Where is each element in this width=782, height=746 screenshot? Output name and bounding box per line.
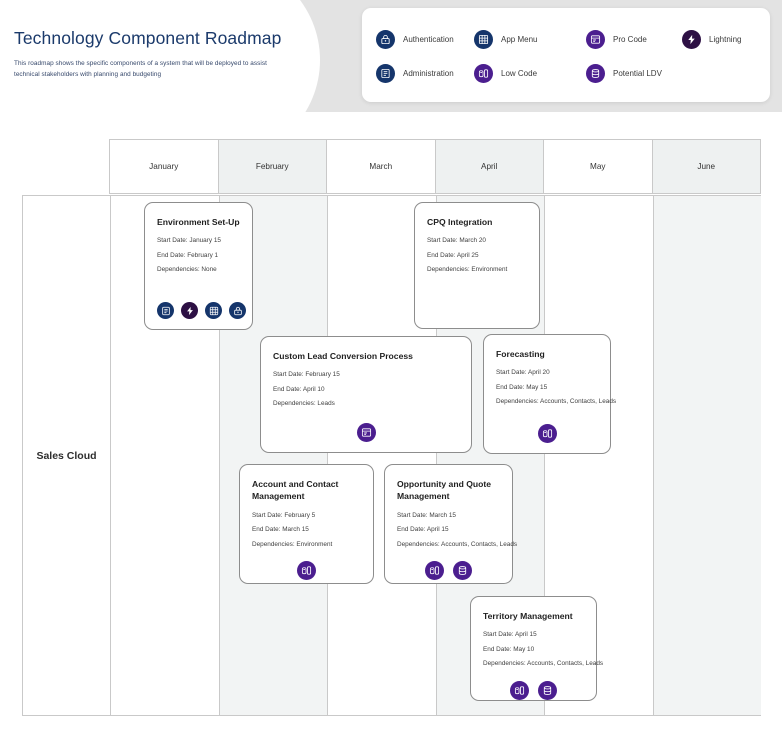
app-menu-icon — [205, 302, 222, 319]
low-code-icon — [537, 424, 557, 443]
board-column-june — [652, 196, 761, 715]
page-subtitle: This roadmap shows the specific componen… — [14, 59, 267, 79]
legend-item-pro-code[interactable]: Pro Code — [586, 29, 682, 49]
roadmap-board: Sales Cloud Environment Set-Up Start Dat… — [22, 195, 761, 716]
page-header: Technology Component Roadmap This roadma… — [0, 0, 782, 160]
card-dependencies: Dependencies: Environment — [252, 540, 333, 548]
app-menu-icon — [474, 29, 493, 49]
low-code-icon — [425, 560, 444, 580]
legend-item-administration[interactable]: Administration — [376, 63, 474, 83]
authentication-icon — [229, 302, 246, 319]
legend-label: Lightning — [709, 34, 742, 44]
legend-grid: Authentication App Menu Pro Code — [376, 22, 770, 90]
card-dependencies: Dependencies: None — [157, 266, 217, 274]
card-dependencies: Dependencies: Environment — [427, 266, 508, 274]
card-title: Forecasting — [496, 349, 545, 359]
roadmap-card-forecasting[interactable]: Forecasting Start Date: April 20 End Dat… — [483, 334, 617, 454]
swimlane-label-sales-cloud: Sales Cloud — [36, 449, 97, 462]
board-column-march — [327, 196, 436, 715]
roadmap-card-opportunity-and-quote-management[interactable]: Opportunity and Quote Management Start D… — [384, 464, 518, 584]
legend-label: Administration — [403, 68, 454, 78]
lightning-icon — [181, 302, 198, 319]
card-end-date: End Date: May 10 — [483, 645, 535, 653]
card-title: Territory Management — [483, 611, 573, 621]
card-dependencies: Dependencies: Leads — [273, 400, 335, 408]
title-block: Technology Component Roadmap This roadma… — [14, 28, 314, 80]
card-end-date: End Date: February 1 — [157, 251, 219, 259]
legend-item-app-menu[interactable]: App Menu — [474, 29, 586, 49]
page-title: Technology Component Roadmap — [14, 28, 282, 48]
card-title: Custom Lead Conversion Process — [273, 351, 413, 361]
timeline-month-header: January February March April May June — [109, 139, 761, 194]
potential-ldv-icon — [453, 560, 472, 580]
card-title: Account and Contact Management — [252, 479, 339, 502]
legend-label: Low Code — [501, 68, 538, 78]
lightning-icon — [682, 29, 701, 49]
pro-code-icon — [356, 423, 376, 442]
potential-ldv-icon — [538, 680, 557, 700]
card-start-date: Start Date: April 20 — [496, 369, 550, 377]
card-end-date: End Date: April 25 — [427, 251, 479, 259]
card-start-date: Start Date: March 15 — [397, 511, 456, 519]
low-code-icon — [474, 63, 493, 83]
card-title: Environment Set-Up — [157, 217, 240, 227]
card-start-date: Start Date: February 15 — [273, 371, 340, 379]
card-title: Opportunity and Quote Management — [397, 479, 492, 502]
month-column-january: January — [110, 140, 219, 193]
legend-label: Pro Code — [613, 34, 647, 44]
roadmap-card-cpq-integration[interactable]: CPQ Integration Start Date: March 20 End… — [414, 202, 540, 329]
potential-ldv-icon — [586, 63, 605, 83]
header-curve-decoration — [0, 0, 320, 160]
legend-label: Potential LDV — [613, 68, 662, 78]
card-dependencies: Dependencies: Accounts, Contacts, Leads — [496, 398, 617, 406]
month-column-april: April — [435, 140, 544, 193]
roadmap-card-territory-management[interactable]: Territory Management Start Date: April 1… — [470, 596, 604, 701]
card-icon-row — [157, 296, 246, 319]
roadmap-card-account-and-contact-management[interactable]: Account and Contact Management Start Dat… — [239, 464, 374, 584]
card-start-date: Start Date: January 15 — [157, 237, 221, 245]
legend-panel: Authentication App Menu Pro Code — [362, 8, 770, 102]
card-start-date: Start Date: March 20 — [427, 237, 486, 245]
authentication-icon — [376, 29, 395, 49]
administration-icon — [157, 302, 174, 319]
board-column-may — [544, 196, 653, 715]
legend-item-lightning[interactable]: Lightning — [682, 29, 774, 49]
legend-item-potential-ldv[interactable]: Potential LDV — [586, 63, 682, 83]
month-column-february: February — [218, 140, 327, 193]
card-end-date: End Date: April 15 — [397, 526, 449, 534]
legend-label: Authentication — [403, 34, 454, 44]
legend-item-authentication[interactable]: Authentication — [376, 29, 474, 49]
month-column-june: June — [652, 140, 761, 193]
card-start-date: Start Date: April 15 — [483, 631, 537, 639]
roadmap-card-custom-lead-conversion-process[interactable]: Custom Lead Conversion Process Start Dat… — [260, 336, 472, 453]
card-dependencies: Dependencies: Accounts, Contacts, Leads — [397, 540, 518, 548]
card-end-date: End Date: March 15 — [252, 526, 309, 534]
month-column-may: May — [544, 140, 653, 193]
card-end-date: End Date: April 10 — [273, 385, 325, 393]
card-icon-row — [483, 675, 584, 700]
low-code-icon — [510, 680, 529, 700]
card-icon-row — [273, 417, 459, 442]
board-column-january — [110, 196, 219, 715]
card-icon-row — [496, 418, 598, 443]
month-column-march: March — [327, 140, 436, 193]
roadmap-card-environment-set-up[interactable]: Environment Set-Up Start Date: January 1… — [144, 202, 253, 330]
card-dependencies: Dependencies: Accounts, Contacts, Leads — [483, 660, 604, 668]
card-end-date: End Date: May 15 — [496, 383, 548, 391]
card-start-date: Start Date: February 5 — [252, 511, 316, 519]
legend-item-low-code[interactable]: Low Code — [474, 63, 586, 83]
card-title: CPQ Integration — [427, 217, 493, 227]
pro-code-icon — [586, 29, 605, 49]
administration-icon — [376, 63, 395, 83]
card-icon-row — [252, 555, 361, 580]
low-code-icon — [297, 560, 316, 580]
legend-label: App Menu — [501, 34, 538, 44]
card-icon-row — [397, 555, 500, 580]
